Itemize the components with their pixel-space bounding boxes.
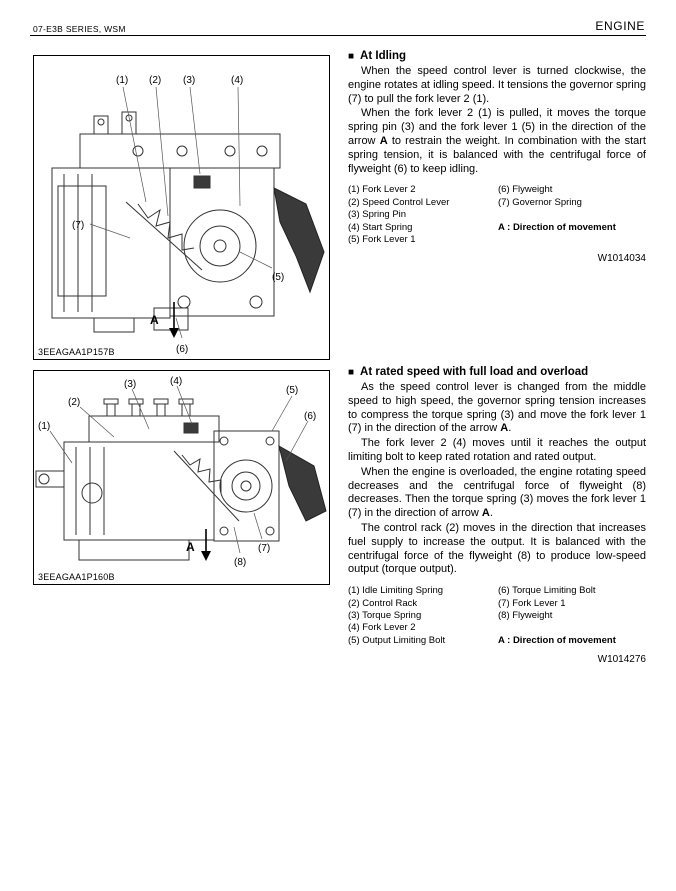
section2-paragraph-4: The control rack (2) moves in the direct… [348, 522, 646, 577]
section2-p2-text: The fork lever 2 (4) moves until it reac… [348, 437, 646, 463]
section2-p1-text: As the speed control lever is changed fr… [348, 381, 646, 435]
figure2-caption: 3EEAGAA1P160B [38, 572, 115, 582]
figure2-callout-2: (2) [68, 397, 80, 408]
figure1-callout-7: (7) [72, 220, 84, 231]
figure2-callout-7: (7) [258, 543, 270, 554]
section2-paragraph-3: When the engine is overloaded, the engin… [348, 466, 646, 521]
header-section-label: ENGINE [595, 19, 645, 36]
section1-p1-text: When the speed control lever is turned c… [348, 65, 646, 105]
legend-row: (5) Output Limiting Bolt A : Direction of… [348, 635, 646, 647]
header-rule [30, 35, 646, 36]
section2-title: ■ At rated speed with full load and overl… [348, 366, 646, 378]
square-bullet-icon: ■ [348, 367, 355, 378]
figure1-callout-3: (3) [183, 75, 195, 86]
legend-row: (5) Fork Lever 1 [348, 234, 646, 246]
legend-item: (2) Speed Control Lever [348, 196, 450, 208]
text-column: ■ At Idling When the speed control lever … [348, 50, 646, 665]
legend-item: (7) Fork Lever 1 [498, 597, 566, 609]
section-at-idling: ■ At Idling When the speed control lever … [348, 50, 646, 264]
figure2-callout-8: (8) [234, 557, 246, 568]
legend-item [498, 622, 646, 634]
figure1-callout-6: (6) [176, 344, 188, 355]
legend-item: (4) Fork Lever 2 [348, 622, 416, 634]
section2-p3-text: When the engine is overloaded, the engin… [348, 465, 646, 520]
legend-row: (3) Torque Spring (8) Flyweight [348, 610, 646, 622]
legend-item: (4) Start Spring [348, 221, 413, 233]
section2-p4-text: The control rack (2) moves in the direct… [348, 521, 646, 576]
section-at-rated-speed: ■ At rated speed with full load and overl… [348, 366, 646, 665]
section2-legend: (1) Idle Limiting Spring (6) Torque Limit… [348, 585, 646, 647]
legend-direction-note: A : Direction of movement [498, 634, 616, 646]
legend-item: (3) Torque Spring [348, 609, 422, 621]
legend-row: (4) Start Spring A : Direction of movemen… [348, 222, 646, 234]
legend-row: (1) Fork Lever 2 (6) Flyweight [348, 184, 646, 196]
legend-item: (1) Fork Lever 2 [348, 184, 416, 196]
legend-item: (2) Control Rack [348, 597, 418, 609]
figure2-callout-5: (5) [286, 385, 298, 396]
figure1-callout-5: (5) [272, 272, 284, 283]
section2-p1-bold: A [500, 422, 509, 435]
section2-p3-text2: . [489, 507, 493, 520]
figure2-callout-6: (6) [304, 411, 316, 422]
section2-p3-bold: A [481, 507, 490, 520]
figure2-callout-3: (3) [124, 379, 136, 390]
figure2-callout-1: (1) [38, 421, 50, 432]
figure1-frame: (1) (2) (3) (4) (7) (5) (6) A 3EEAGAA1P1… [33, 55, 330, 360]
legend-direction-note: A : Direction of movement [498, 221, 616, 233]
legend-item [498, 234, 646, 246]
figure1-diagram: (1) (2) (3) (4) (7) (5) (6) A [51, 75, 325, 355]
section2-title-text: At rated speed with full load and overlo… [360, 366, 589, 378]
section2-p1-text2: . [508, 422, 512, 435]
section1-legend: (1) Fork Lever 2 (6) Flyweight (2) Speed … [348, 184, 646, 246]
legend-item: (7) Governor Spring [498, 196, 582, 208]
figure2-diagram: (3) (4) (2) (1) (5) (6) (7) (8) A [35, 376, 327, 568]
section1-title-text: At Idling [360, 50, 407, 62]
section1-p2-text: When the fork lever 2 (1) is pulled, it … [348, 107, 646, 147]
section2-paragraph-2: The fork lever 2 (4) moves until it reac… [348, 437, 646, 465]
header-series-label: 07-E3B SERIES, WSM [33, 24, 126, 34]
section2-paragraph-1: As the speed control lever is changed fr… [348, 381, 646, 436]
section1-reference-code: W1014034 [597, 253, 646, 265]
figure1-callout-2: (2) [149, 75, 161, 86]
section1-paragraph-1: When the speed control lever is turned c… [348, 65, 646, 106]
section1-paragraph-2: When the fork lever 2 (1) is pulled, it … [348, 107, 646, 176]
legend-row: (2) Control Rack (7) Fork Lever 1 [348, 598, 646, 610]
section2-reference-code: W1014276 [597, 654, 646, 666]
square-bullet-icon: ■ [348, 51, 355, 62]
legend-item: (1) Idle Limiting Spring [348, 585, 444, 597]
legend-item: (3) Spring Pin [348, 209, 407, 221]
legend-item: (6) Torque Limiting Bolt [498, 585, 596, 597]
figure2-direction-label: A [186, 540, 195, 554]
legend-row: (3) Spring Pin [348, 209, 646, 221]
figure2-frame: (3) (4) (2) (1) (5) (6) (7) (8) A 3EEAGA… [33, 370, 330, 585]
figure1-callout-1: (1) [116, 75, 128, 86]
legend-row: (2) Speed Control Lever (7) Governor Spri… [348, 197, 646, 209]
section1-p2-text2: to restrain the weight. In combination w… [348, 134, 646, 175]
legend-item: (8) Flyweight [498, 609, 553, 621]
legend-item: (5) Output Limiting Bolt [348, 634, 446, 646]
legend-item: (5) Fork Lever 1 [348, 234, 416, 245]
figure1-direction-label: A [150, 313, 159, 327]
legend-row: (4) Fork Lever 2 [348, 622, 646, 634]
section1-p2-bold: A [379, 134, 388, 147]
figure1-callout-4: (4) [231, 75, 243, 86]
figure2-callout-4: (4) [170, 376, 182, 387]
legend-item [498, 209, 646, 221]
legend-row: (1) Idle Limiting Spring (6) Torque Limit… [348, 585, 646, 597]
figure1-caption: 3EEAGAA1P157B [38, 347, 115, 357]
section1-title: ■ At Idling [348, 50, 646, 62]
legend-item: (6) Flyweight [498, 184, 553, 196]
